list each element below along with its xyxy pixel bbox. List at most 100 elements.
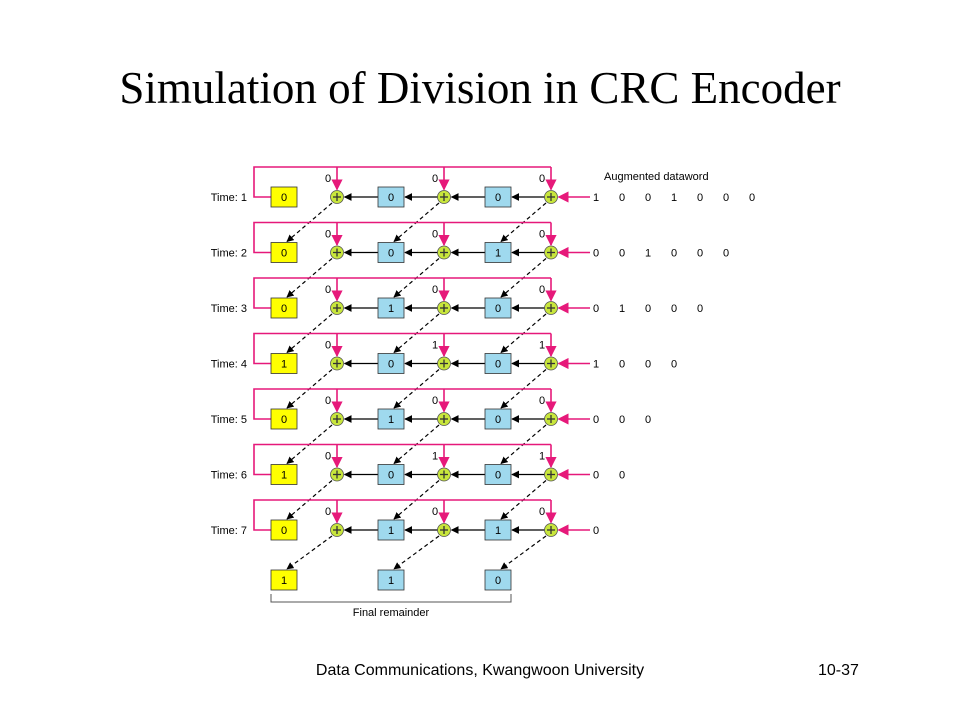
dataword-bit: 1 [619, 303, 625, 315]
register-box [270, 519, 298, 541]
final-register-value: 1 [388, 575, 394, 587]
register-box [377, 519, 405, 541]
feedback-loop [253, 166, 551, 198]
register-value: 1 [281, 470, 287, 482]
feedback-bit: 1 [432, 451, 438, 463]
dataword-bit: 0 [645, 192, 651, 204]
register-value: 0 [281, 525, 287, 537]
time-label: Time: 3 [211, 303, 247, 315]
register-value: 0 [388, 248, 394, 260]
feedback-bit: 0 [325, 395, 331, 407]
register-box [377, 464, 405, 485]
register-value: 0 [388, 470, 394, 482]
register-box [377, 242, 405, 263]
final-remainder-bracket [270, 594, 512, 603]
register-value: 0 [388, 192, 394, 204]
feedback-loop [253, 221, 551, 254]
feedback-bit: 0 [325, 284, 331, 296]
feedback-loop [253, 277, 551, 309]
feedback-bit: 0 [539, 284, 545, 296]
register-value: 0 [281, 303, 287, 315]
time-label: Time: 2 [211, 248, 247, 260]
feedback-bit: 0 [432, 229, 438, 241]
feedback-bit: 0 [325, 506, 331, 518]
feedback-bit: 0 [325, 173, 331, 185]
feedback-bit: 0 [539, 395, 545, 407]
augmented-dataword-label: Augmented dataword [604, 171, 709, 183]
register-value: 0 [495, 414, 501, 426]
register-value: 1 [388, 525, 394, 537]
register-box [484, 408, 512, 430]
dataword-bit: 0 [671, 359, 677, 371]
time-label: Time: 6 [211, 470, 247, 482]
dataword-bit: 0 [619, 414, 625, 426]
dataword-bit: 1 [671, 192, 677, 204]
dataword-bit: 0 [593, 525, 599, 537]
feedback-bit: 0 [325, 340, 331, 352]
time-label: Time: 1 [211, 192, 247, 204]
feedback-bit: 0 [432, 395, 438, 407]
dataword-bit: 0 [619, 192, 625, 204]
register-value: 0 [495, 303, 501, 315]
dataword-bit: 0 [645, 414, 651, 426]
register-value: 0 [388, 359, 394, 371]
time-label: Time: 4 [211, 359, 247, 371]
dataword-bit: 0 [697, 303, 703, 315]
feedback-bit: 1 [539, 451, 545, 463]
dataword-bit: 0 [619, 470, 625, 482]
feedback-bit: 0 [432, 506, 438, 518]
time-label: Time: 7 [211, 525, 247, 537]
register-box [270, 408, 298, 430]
dataword-bit: 0 [593, 248, 599, 260]
register-value: 1 [495, 525, 501, 537]
footer-text: Data Communications, Kwangwoon Universit… [315, 662, 645, 679]
dataword-bit: 0 [671, 303, 677, 315]
register-value: 0 [495, 192, 501, 204]
register-box [484, 242, 512, 263]
feedback-loop [253, 388, 551, 420]
register-value: 1 [388, 303, 394, 315]
dataword-bit: 0 [697, 192, 703, 204]
dataword-bit: 1 [645, 248, 651, 260]
final-register-box [484, 569, 512, 591]
register-value: 0 [281, 248, 287, 260]
register-box [484, 519, 512, 541]
dashed-next-arrow [393, 535, 440, 570]
register-box [484, 297, 512, 319]
dashed-next-arrow [286, 535, 333, 570]
register-value: 1 [388, 414, 394, 426]
final-register-value: 1 [281, 575, 287, 587]
slide-number: 10-37 [818, 662, 859, 679]
dataword-bit: 1 [593, 192, 599, 204]
feedback-bit: 1 [539, 340, 545, 352]
feedback-bit: 0 [325, 451, 331, 463]
register-value: 1 [281, 359, 287, 371]
feedback-bit: 0 [539, 173, 545, 185]
feedback-bit: 0 [539, 229, 545, 241]
final-register-box [377, 569, 405, 591]
feedback-bit: 0 [432, 284, 438, 296]
dataword-bit: 0 [593, 414, 599, 426]
time-label: Time: 5 [211, 414, 247, 426]
feedback-bit: 0 [432, 173, 438, 185]
dashed-next-arrow [500, 535, 547, 570]
feedback-loop [253, 332, 551, 365]
slide-title: Simulation of Division in CRC Encoder [119, 63, 841, 113]
dataword-bit: 0 [697, 248, 703, 260]
final-register-box [270, 569, 298, 591]
feedback-bit: 0 [325, 229, 331, 241]
feedback-bit: 0 [539, 506, 545, 518]
register-box [377, 297, 405, 319]
dataword-bit: 0 [593, 303, 599, 315]
dataword-bit: 0 [593, 470, 599, 482]
register-box [377, 186, 405, 208]
register-box [484, 186, 512, 208]
